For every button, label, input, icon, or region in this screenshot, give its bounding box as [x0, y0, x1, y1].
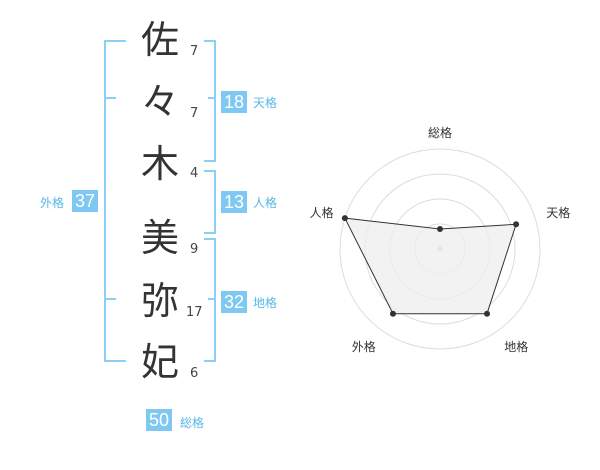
tenkaku-tick [208, 97, 216, 99]
soukaku-value-badge: 50 [146, 409, 173, 431]
radar-axis-label-1: 総格 [428, 125, 452, 140]
gaikaku-tick-1 [104, 97, 116, 99]
chikaku-value-badge: 32 [221, 291, 248, 313]
stroke-count-1: 7 [190, 44, 199, 59]
gaikaku-label: 外格 [40, 196, 65, 210]
stroke-count-2: 7 [190, 106, 199, 121]
chikaku-bracket [204, 238, 216, 362]
gaikaku-value-badge: 37 [72, 190, 99, 212]
radar-polygon [344, 217, 517, 315]
tenkaku-label: 天格 [253, 96, 278, 110]
name-char-4: 美 [140, 216, 179, 260]
name-char-2: 々 [140, 80, 179, 124]
radar-point-1 [437, 226, 443, 232]
gaikaku-bracket [104, 40, 126, 362]
jinkaku-bracket [204, 170, 216, 234]
jinkaku-label: 人格 [253, 196, 278, 210]
stroke-count-4: 9 [190, 242, 199, 257]
name-char-6: 妃 [140, 340, 179, 384]
radar-point-2 [513, 221, 520, 228]
name-char-3: 木 [140, 142, 179, 186]
radar-ring-4 [339, 148, 541, 350]
tenkaku-bracket [204, 40, 216, 162]
gaikaku-tick-2 [104, 298, 116, 300]
radar-point-4 [389, 310, 396, 317]
jinkaku-value-badge: 13 [221, 191, 248, 213]
radar-axis-label-2: 天格 [546, 205, 570, 220]
radar-points [341, 215, 520, 317]
name-char-5: 弥 [140, 279, 179, 323]
stroke-count-6: 6 [190, 366, 199, 381]
radar-axis-label-4: 外格 [352, 339, 376, 354]
radar-point-3 [484, 310, 491, 317]
radar-axis-label-3: 地格 [504, 339, 528, 354]
radar-axis-label-5: 人格 [310, 205, 334, 220]
stroke-count-5: 17 [186, 305, 203, 320]
radar-point-5 [341, 215, 348, 222]
radar-polygon-group [344, 217, 517, 315]
stroke-count-3: 4 [190, 166, 199, 181]
tenkaku-value-badge: 18 [221, 91, 248, 113]
name-char-1: 佐 [140, 18, 179, 62]
soukaku-label: 総格 [180, 416, 205, 430]
chikaku-label: 地格 [253, 296, 278, 310]
chikaku-tick [208, 298, 216, 300]
